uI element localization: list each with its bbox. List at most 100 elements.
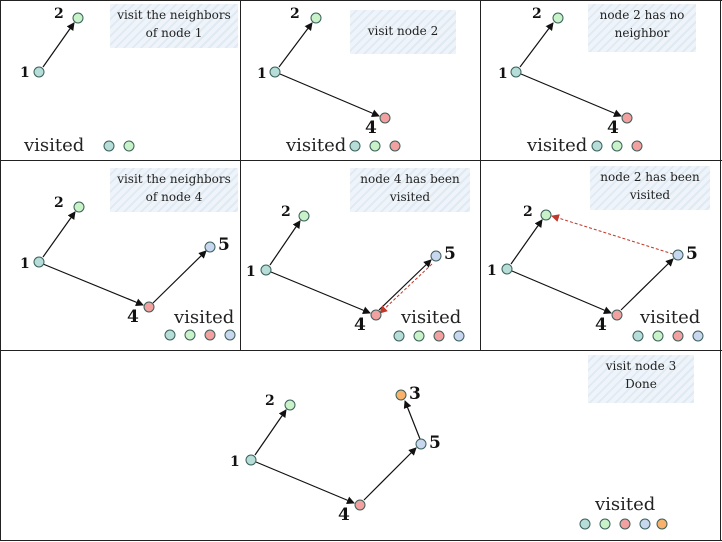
node-1 bbox=[33, 66, 45, 78]
visited-dot-4 bbox=[433, 330, 445, 342]
edge-5-3 bbox=[403, 400, 421, 440]
backtrack-5-4 bbox=[379, 263, 433, 314]
node-4 bbox=[370, 309, 382, 321]
node-2 bbox=[284, 399, 296, 411]
node-2 bbox=[552, 12, 564, 24]
node-1 bbox=[269, 66, 281, 78]
visited-dot-2 bbox=[611, 140, 623, 152]
node-label-2: 2 bbox=[54, 6, 64, 22]
edge-1-2 bbox=[269, 220, 301, 266]
node-label-5: 5 bbox=[444, 244, 456, 264]
panel-2-graph bbox=[269, 12, 401, 152]
grid-top-border bbox=[0, 0, 722, 1]
visited-dot-2 bbox=[369, 140, 381, 152]
node-5 bbox=[430, 250, 442, 262]
panel-1-caption: visit the neighbors of node 1 bbox=[110, 4, 238, 48]
node-label-5: 5 bbox=[429, 433, 441, 453]
visited-dot-5 bbox=[692, 330, 704, 342]
visited-label: visited bbox=[595, 494, 656, 515]
panel-4-graph bbox=[33, 201, 236, 341]
grid-row-divider-1 bbox=[0, 160, 722, 161]
visited-dot-1 bbox=[632, 330, 644, 342]
edge-1-2 bbox=[519, 22, 554, 68]
visited-dot-1 bbox=[103, 140, 115, 152]
edge-1-4 bbox=[270, 271, 371, 315]
node-label-4: 4 bbox=[338, 505, 350, 525]
node-2 bbox=[298, 210, 310, 222]
panel-5-caption: node 4 has been visited bbox=[350, 168, 470, 212]
node-2 bbox=[73, 201, 85, 213]
visited-label: visited bbox=[174, 307, 235, 328]
edge-1-2 bbox=[278, 22, 313, 68]
visited-dot-1 bbox=[393, 330, 405, 342]
grid-col-divider-1 bbox=[240, 0, 241, 350]
node-label-2: 2 bbox=[532, 6, 542, 22]
edge-4-5 bbox=[378, 259, 432, 311]
caption-line: of node 1 bbox=[145, 26, 203, 40]
node-label-5: 5 bbox=[686, 244, 698, 264]
visited-label: visited bbox=[286, 135, 347, 156]
panel-6-caption: node 2 has been visited bbox=[590, 166, 710, 210]
edge-1-4 bbox=[511, 270, 612, 314]
node-1 bbox=[510, 66, 522, 78]
visited-dot-1 bbox=[349, 140, 361, 152]
panel-step-6: node 2 has been visited 1 2 4 5 visited bbox=[481, 161, 720, 350]
node-label-1: 1 bbox=[20, 65, 30, 81]
grid-row-divider-2 bbox=[0, 350, 722, 351]
node-label-2: 2 bbox=[523, 204, 533, 220]
visited-label: visited bbox=[24, 135, 85, 156]
panel-step-7: visit node 3 Done 1 2 4 5 3 visited bbox=[1, 351, 720, 540]
node-3 bbox=[395, 389, 407, 401]
edge-4-5 bbox=[363, 447, 417, 501]
visited-dot-5 bbox=[453, 330, 465, 342]
visited-dot-4 bbox=[204, 329, 216, 341]
panel-step-3: node 2 has no neighbor 1 2 4 visited bbox=[481, 1, 720, 160]
node-label-1: 1 bbox=[230, 454, 240, 470]
caption-line: visit node 2 bbox=[367, 24, 439, 38]
edge-1-2 bbox=[42, 211, 76, 258]
node-4 bbox=[354, 499, 366, 511]
visited-dot-1 bbox=[591, 140, 603, 152]
panel-7-graph bbox=[245, 389, 668, 530]
node-label-4: 4 bbox=[365, 118, 377, 138]
visited-dot-3 bbox=[656, 518, 668, 530]
visited-dot-5 bbox=[224, 329, 236, 341]
node-1 bbox=[501, 263, 513, 275]
panel-3-caption: node 2 has no neighbor bbox=[588, 4, 696, 52]
visited-label: visited bbox=[527, 135, 588, 156]
node-1 bbox=[260, 264, 272, 276]
visited-label: visited bbox=[401, 307, 462, 328]
node-label-2: 2 bbox=[281, 204, 291, 220]
node-label-5: 5 bbox=[218, 235, 230, 255]
visited-dot-4 bbox=[672, 330, 684, 342]
visited-dot-4 bbox=[619, 518, 631, 530]
edge-1-2 bbox=[42, 22, 75, 68]
edge-4-5 bbox=[152, 250, 207, 304]
visited-dot-2 bbox=[123, 140, 135, 152]
caption-line: visit the neighbors bbox=[117, 8, 231, 22]
caption-line: neighbor bbox=[614, 26, 670, 40]
visited-dot-4 bbox=[389, 140, 401, 152]
backtrack-5-2 bbox=[551, 214, 674, 255]
node-label-2: 2 bbox=[265, 393, 275, 409]
edge-1-2 bbox=[254, 409, 287, 456]
edge-4-5 bbox=[620, 258, 674, 311]
node-1 bbox=[245, 454, 257, 466]
node-2 bbox=[540, 209, 552, 221]
node-5 bbox=[204, 241, 216, 253]
node-label-4: 4 bbox=[595, 315, 607, 335]
grid-col-divider-2 bbox=[480, 0, 481, 350]
visited-dot-2 bbox=[413, 330, 425, 342]
node-label-1: 1 bbox=[20, 256, 30, 272]
node-4 bbox=[621, 112, 633, 124]
panel-step-1: visit the neighbors of node 1 1 2 visite… bbox=[1, 1, 240, 160]
caption-line: visit node 3 bbox=[605, 359, 677, 373]
visited-dot-1 bbox=[579, 518, 591, 530]
node-2 bbox=[72, 12, 84, 24]
caption-line: visit the neighbors bbox=[117, 172, 231, 186]
visited-dot-2 bbox=[184, 329, 196, 341]
edge-1-4 bbox=[279, 73, 380, 117]
node-4 bbox=[379, 112, 391, 124]
visited-dot-2 bbox=[599, 518, 611, 530]
node-label-1: 1 bbox=[487, 263, 497, 279]
